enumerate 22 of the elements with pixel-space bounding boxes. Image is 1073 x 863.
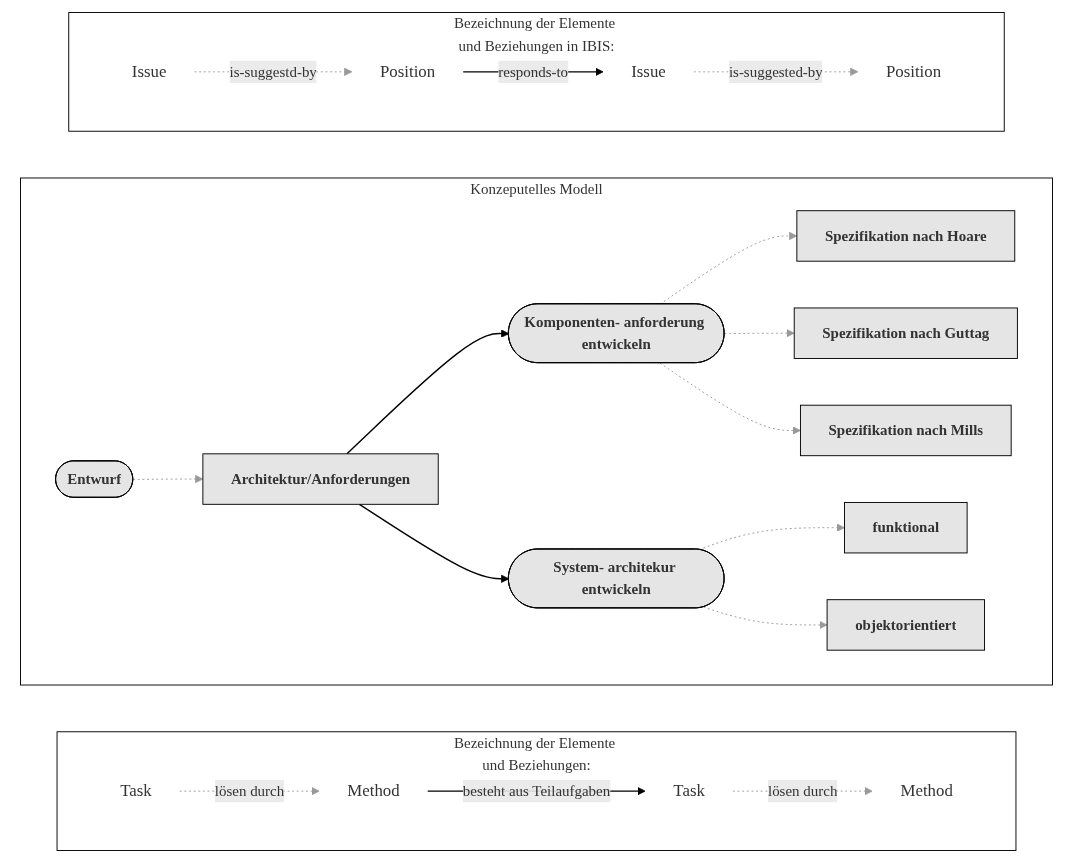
arrow <box>358 503 510 583</box>
node-text: Issue <box>631 62 666 81</box>
node-box: funktional <box>844 501 968 554</box>
edge-label: lösen durch <box>214 782 285 799</box>
edge-label: lösen durch <box>767 782 838 799</box>
node-text: Method <box>900 781 953 801</box>
node-box: Spezifikation nach Hoare <box>796 210 1016 262</box>
node-text: Task <box>673 781 705 801</box>
node-text: Position <box>885 62 942 81</box>
node-text: Task <box>120 781 152 801</box>
node-box: Spezifikation nach Guttag <box>793 307 1018 359</box>
arrow <box>346 329 510 455</box>
edge-label: is-suggested-by <box>728 63 823 80</box>
edge-label: responds-to <box>498 63 569 80</box>
edge-label: besteht aus Teilaufgaben <box>462 782 611 799</box>
node-text: Issue <box>131 62 167 81</box>
edge-label: is-suggestd-by <box>229 63 317 80</box>
node-text: Method <box>347 781 400 801</box>
node-text: Position <box>379 62 436 81</box>
node-box: Spezifikation nach Mills <box>800 404 1012 457</box>
node-box: Architektur/Anforderungen <box>202 453 439 505</box>
node-box: objektorientiert <box>826 599 985 651</box>
